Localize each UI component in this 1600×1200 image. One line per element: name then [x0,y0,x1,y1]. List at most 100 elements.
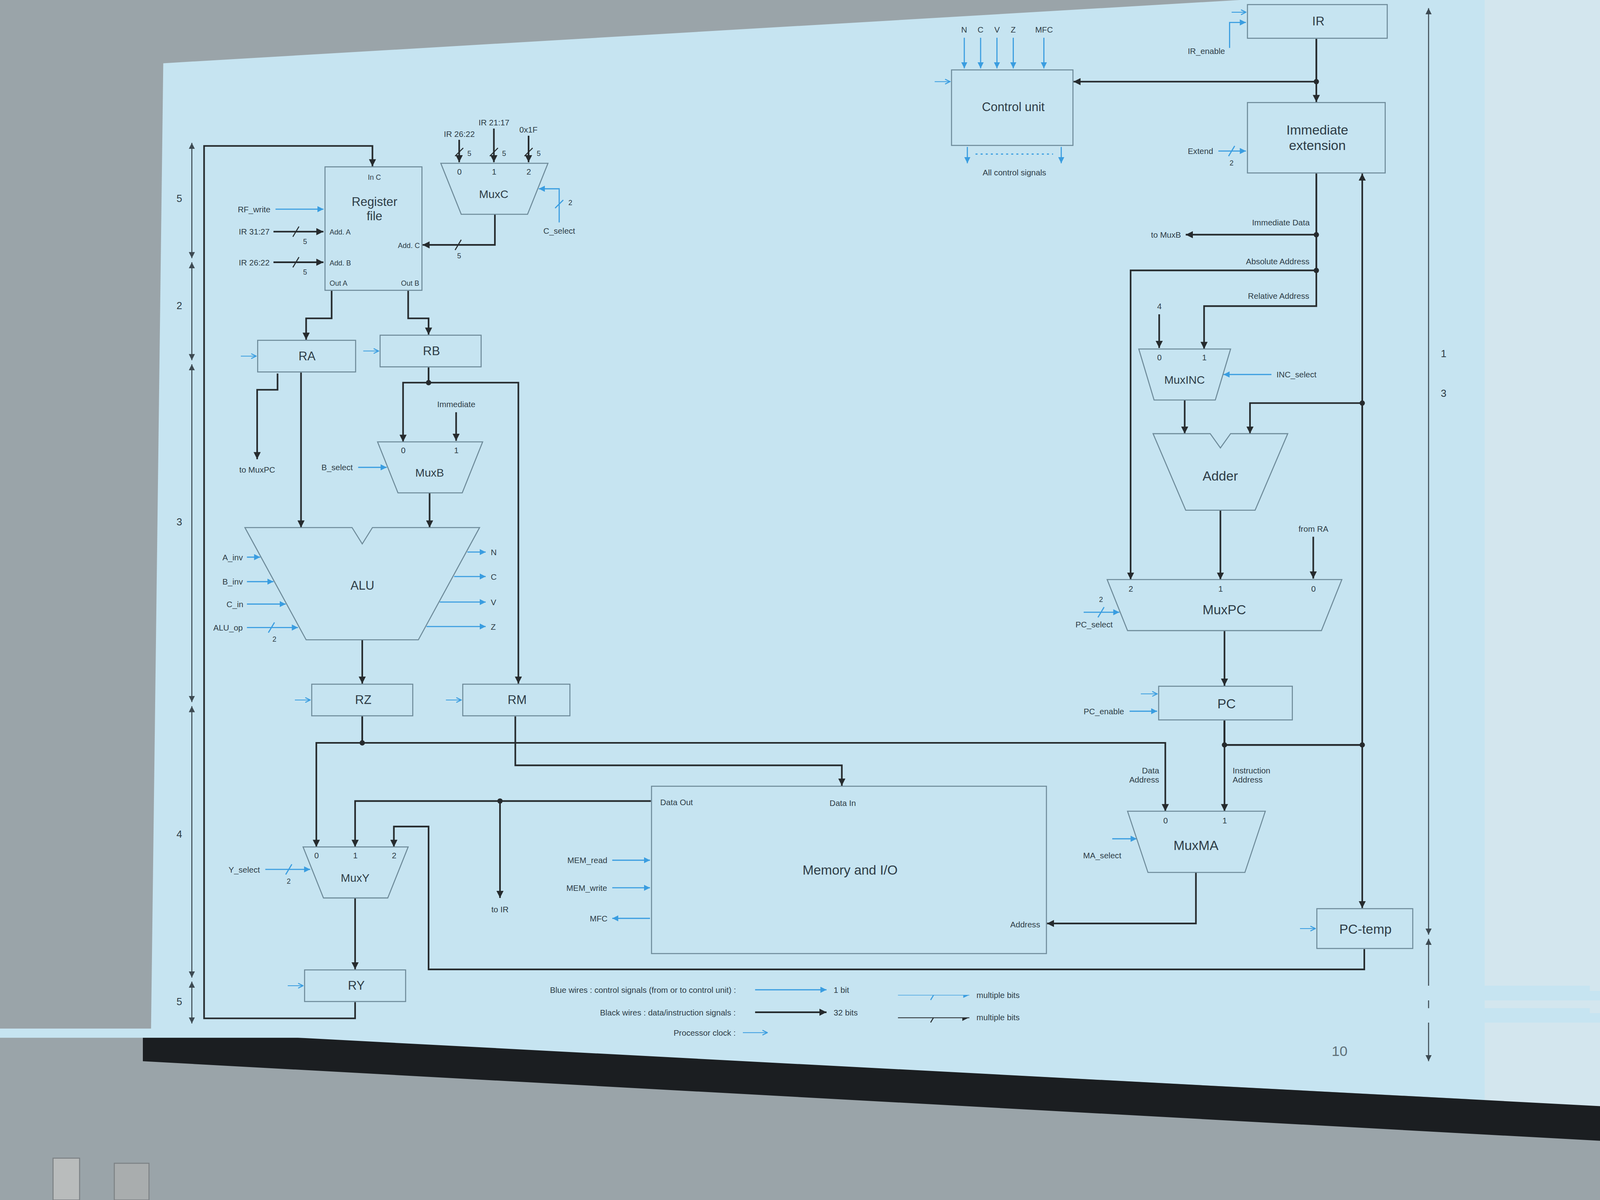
port-label: 1 [353,850,358,860]
signal-label: 2 [1098,596,1104,605]
data-wire [499,801,501,899]
data-wire [1312,536,1314,579]
node-name: RM [507,694,527,708]
signal-label: B_inv [221,576,245,587]
stage-arrow [191,364,193,702]
signal-label: from RA [1297,523,1330,534]
register: RY [303,969,406,1002]
node-name: MuxINC [1164,373,1205,387]
signal-label: PC_select [1074,619,1114,630]
signal-label: MFC [588,913,609,924]
control-wire [612,887,650,889]
node-shape [1138,348,1231,400]
control-wire [246,556,260,558]
control-wire [1112,838,1137,840]
data-wire [527,135,530,163]
legend-sample [755,1011,827,1014]
data-wire [1046,872,1196,924]
register: PC-temp [1316,908,1414,950]
register: RM [462,683,571,717]
wall-outlet [53,1158,80,1200]
node-name: RB [423,344,441,359]
bus-slash [455,148,464,157]
signal-label: 2 [567,198,574,208]
signal-label: IR_enable [1186,46,1227,56]
clock-input [287,985,304,987]
signal-label: 2 [1228,159,1235,168]
data-wire [1183,400,1186,434]
data-wire [428,367,519,684]
control-wire [538,188,560,223]
connectors [203,38,1365,1019]
flag-wire [453,575,486,577]
node-shape [303,846,409,899]
stage-arrow [1428,938,1430,1062]
signal-label: 5 [466,150,473,159]
signal-label: MA_select [1082,850,1123,860]
node-name: PC-temp [1339,921,1392,937]
register: PC [1158,685,1293,721]
signal-label: Black wires : data/instruction signals : [598,1007,737,1018]
node-name: PC [1217,696,1236,712]
control-ellipsis [975,153,1053,155]
callout-number: 5 [175,996,183,1008]
signal-label: C_in [225,599,245,610]
signal-label: to MuxPC [238,464,276,475]
port-label: 2 [391,850,397,860]
data-wire [300,372,302,528]
signal-label: IR 31:27 [237,226,271,237]
screen-frame [142,1029,1600,1141]
wall-outlet [114,1163,149,1200]
junctions [359,78,1365,804]
node-shape [1153,433,1288,511]
clock-input [1300,928,1316,929]
port-label: Address [1010,919,1041,930]
clock-input [1140,693,1158,695]
signal-label: 5 [501,150,508,159]
control-wire [358,466,387,468]
port-label: In C [367,173,381,182]
port-label: 1 [453,445,459,455]
signal-label: PC_enable [1082,706,1125,717]
adder: Adder [1153,433,1288,511]
node-shape [440,163,549,215]
signal-label: Y_select [227,864,261,875]
port-label: 1 [1218,584,1223,594]
data-wire [361,639,364,684]
control-unit: Control unit [951,69,1074,147]
signal-label: IR 26:22 [237,257,271,268]
callout-number: 1 [1439,348,1448,360]
bus-slash [292,257,299,268]
port-label: Data In [829,798,856,808]
slide-ground [151,0,1485,1100]
register: RA [257,339,356,373]
signal-label: 2 [271,635,278,645]
flag-wire [467,551,486,553]
data-wire [1158,314,1160,349]
control-wire [1223,373,1272,375]
legend-text: multiple bits [975,1012,1600,1023]
data-wire [273,261,324,264]
data-wire [1223,630,1226,686]
signal-label: 5 [301,268,308,277]
signal-label: IR 26:22 [442,128,476,139]
legend-text: Processor clock : [0,1028,737,1038]
port-label: Data Out [660,797,693,808]
multiplexer: MuxC012 [440,163,549,215]
callout-number: 5 [175,192,183,205]
stage-markers [191,8,1429,1062]
multiplexer: MuxY012 [303,846,409,899]
callout-number: 3 [1439,387,1448,400]
register: RZ [311,683,414,717]
signal-label: 2 [285,877,292,886]
control-wire [1229,22,1247,49]
port-label: 0 [1311,584,1316,594]
signal-label: N [960,25,969,35]
control-wire [612,917,650,920]
multiplexer: MuxINC01 [1138,348,1231,400]
bus-slash [489,148,499,157]
node-name: RZ [355,694,372,708]
control-wire [612,859,650,861]
